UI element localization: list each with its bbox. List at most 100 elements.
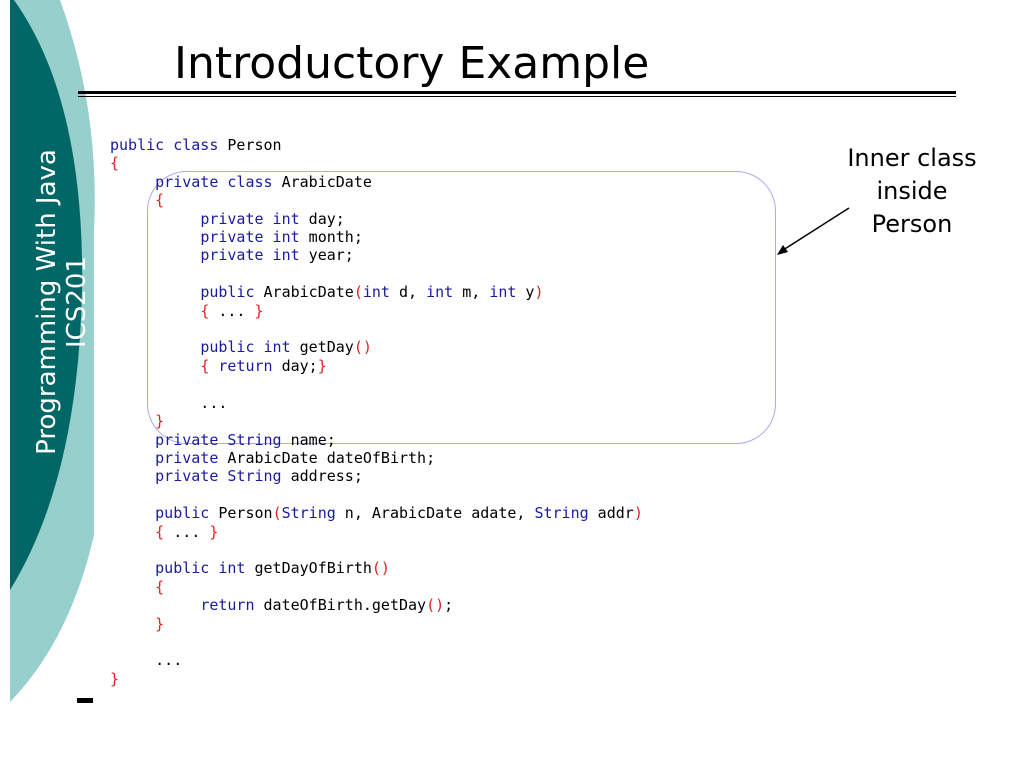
code-text: addr [588,504,634,523]
code-text: day; [299,209,345,228]
code-block: public class Person { private class Arabi… [110,136,643,688]
code-text: month; [299,228,363,247]
code-line [110,486,643,504]
code-text [110,523,155,541]
code-text [110,246,200,264]
code-text: ; [444,596,454,615]
code-keyword: private int [200,228,300,247]
code-keyword: private int [200,246,300,265]
code-punctuation: { [200,356,210,375]
code-keyword: public [200,283,255,302]
code-keyword: String [281,504,336,523]
code-text [110,338,200,356]
code-line: private int month; [110,228,643,246]
code-text: m, [453,283,490,302]
code-text: Person [209,504,273,523]
code-line [110,541,643,559]
code-text [110,302,200,320]
code-text [110,283,200,301]
code-line: } [110,412,643,430]
code-line [110,633,643,651]
code-text: address; [281,467,363,486]
code-keyword: private [155,448,219,467]
code-line: public ArabicDate(int d, int m, int y) [110,283,643,301]
code-line: private String address; [110,467,643,485]
code-keyword: int [426,283,454,302]
code-line [110,375,643,393]
code-text: dateOfBirth.getDay [254,596,427,615]
code-text [110,615,155,633]
code-text [110,173,155,191]
code-line: ... [110,394,643,412]
code-punctuation: () [353,338,372,357]
course-code: ICS201 [62,256,92,348]
code-keyword: private String [155,467,282,486]
code-text: d, [389,283,427,302]
code-punctuation: } [110,669,120,688]
slide-title: Introductory Example [174,38,650,89]
code-line: } [110,670,643,688]
code-text [110,228,200,246]
code-line: public int getDay() [110,338,643,356]
code-punctuation: } [209,522,219,541]
code-text [110,412,155,430]
annotation-label: Inner class inside Person [830,142,994,241]
inner-class-highlight-box [147,171,776,444]
code-punctuation: () [371,559,390,578]
code-punctuation: ( [353,283,363,302]
code-keyword: private class [155,172,273,191]
code-punctuation: ) [534,283,544,302]
code-text: getDayOfBirth [245,559,372,578]
code-punctuation: } [317,356,327,375]
code-text [110,467,155,485]
sidebar-dark-shape [10,0,83,590]
code-line: private class ArabicDate [110,173,643,191]
code-text [110,357,200,375]
code-punctuation: { [200,301,210,320]
code-line: return dateOfBirth.getDay(); [110,596,643,614]
code-keyword: private String [155,430,282,449]
code-keyword: private int [200,209,300,228]
code-line [110,320,643,338]
code-text: Person [218,136,282,154]
code-punctuation: { [155,191,165,210]
code-text [110,191,155,209]
code-line: } [110,615,643,633]
code-text: ... [110,651,183,670]
code-keyword: return [218,356,273,375]
code-text: name; [281,430,336,449]
code-punctuation: { [110,154,120,173]
course-label: Programming With Java ICS201 [32,149,92,455]
code-line: private int year; [110,246,643,264]
code-text: getDay [290,338,354,357]
code-keyword: public int [200,338,291,357]
code-text: year; [299,246,354,265]
code-text: n, ArabicDate adate, [335,504,535,523]
code-text: ... [110,393,228,412]
code-line: public int getDayOfBirth() [110,559,643,577]
title-rule-thin [78,96,956,97]
code-text [110,596,200,614]
code-text: day; [272,356,318,375]
code-text: y [516,283,535,302]
code-line: private String name; [110,431,643,449]
code-line: { ... } [110,523,643,541]
sidebar-decoration [10,0,95,702]
code-punctuation: ( [272,504,282,523]
code-line: { [110,191,643,209]
code-text [110,449,155,467]
code-line: { [110,578,643,596]
code-punctuation: ) [633,504,643,523]
annotation-line-3: Person [871,210,953,238]
code-punctuation: { [155,577,165,596]
code-text [110,578,155,596]
annotation-line-2: inside [876,177,948,205]
code-keyword: public class [110,136,219,154]
code-line: { return day;} [110,357,643,375]
code-text: ArabicDate dateOfBirth; [218,448,436,467]
annotation-arrow [777,207,850,255]
code-punctuation: } [155,614,165,633]
code-punctuation: () [426,596,445,615]
code-text [110,559,155,577]
code-line: ... [110,651,643,669]
